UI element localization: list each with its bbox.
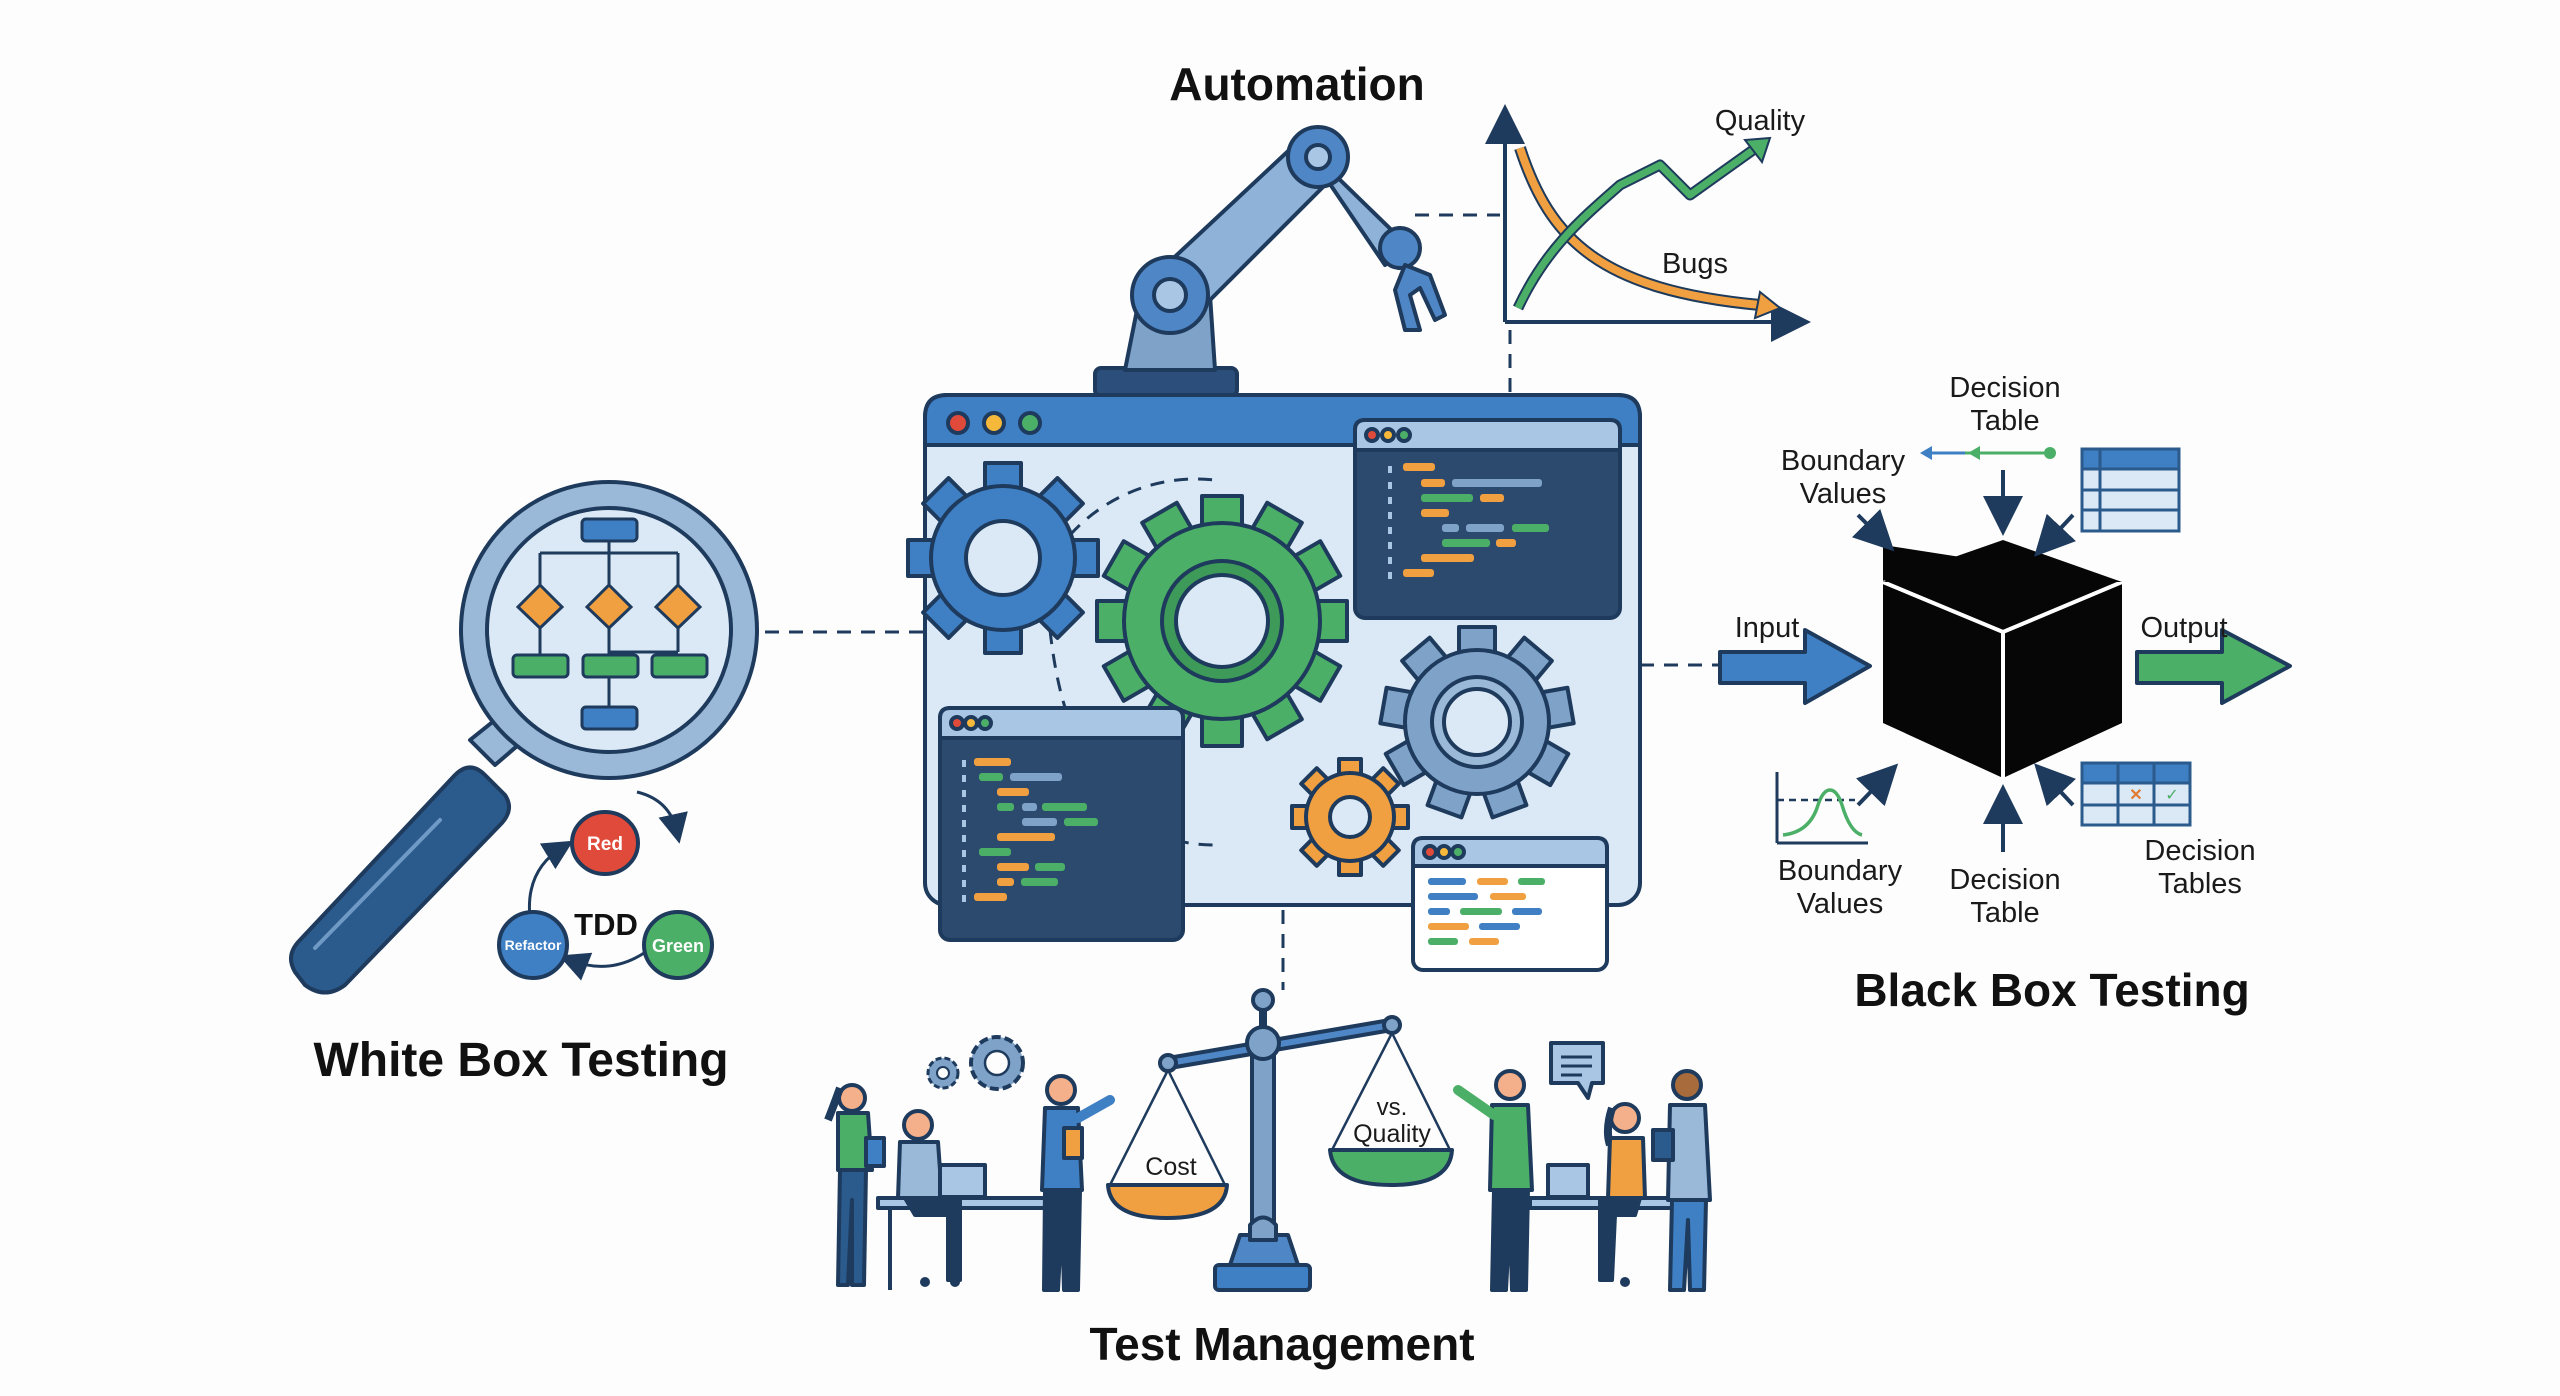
report-window xyxy=(1411,836,1609,972)
robot-arm-icon xyxy=(1093,125,1447,398)
window-minimize-dot xyxy=(982,411,1006,435)
quality-line xyxy=(1514,142,1763,310)
arrow-top-left xyxy=(1851,508,1895,552)
right-team-illustration xyxy=(1453,1041,1712,1292)
top-decision-table-label-line1: Decision xyxy=(1949,372,2060,404)
code-window-bottom xyxy=(938,706,1185,942)
tdd-cycle: Red Green Refactor TDD xyxy=(497,790,714,981)
tdd-refactor-label: Refactor xyxy=(505,937,562,953)
check-mark-icon: ✓ xyxy=(2165,785,2178,804)
left-team-illustration xyxy=(824,1035,1115,1292)
tdd-label: TDD xyxy=(574,907,638,942)
main-app-window xyxy=(906,393,1642,972)
quality-bugs-chart: Quality Bugs xyxy=(1485,104,1811,342)
code-lines xyxy=(1388,463,1549,579)
arrow-bottom-left xyxy=(1855,763,1899,807)
bottom-boundary-values-label-line1: Boundary xyxy=(1778,855,1903,887)
decision-table-icon: ✕ ✓ xyxy=(2080,761,2192,827)
top-boundary-values-label-line2: Values xyxy=(1800,478,1887,510)
tdd-red-node xyxy=(570,810,640,876)
slider-icon xyxy=(1920,446,2056,460)
input-label: Input xyxy=(1735,612,1800,644)
tdd-green-label: Green xyxy=(652,936,704,956)
speech-bubble-icon xyxy=(1549,1041,1605,1100)
scale-cost-label: Cost xyxy=(1145,1153,1196,1181)
magnifier-icon xyxy=(289,480,759,995)
steel-gear-icon xyxy=(1378,625,1576,820)
orange-gear-icon xyxy=(1290,757,1410,877)
scale-vs-label: vs. xyxy=(1377,1094,1408,1121)
bugs-line xyxy=(1516,146,1761,309)
white-box-title: White Box Testing xyxy=(313,1034,728,1087)
arrow-bottom-right xyxy=(2034,763,2076,807)
quality-arrowhead xyxy=(1743,136,1772,165)
window-close-dot xyxy=(946,411,970,435)
black-box-cube-icon xyxy=(1882,540,2123,778)
arrow-top-right xyxy=(2034,513,2076,557)
quality-label: Quality xyxy=(1715,105,1806,137)
bottom-boundary-values-label-line2: Values xyxy=(1797,888,1884,920)
black-box-title: Black Box Testing xyxy=(1854,964,2249,1016)
tdd-red-label: Red xyxy=(587,834,623,855)
x-mark-icon: ✕ xyxy=(2129,787,2142,804)
bottom-decision-tables-label-line1: Decision xyxy=(2144,835,2255,867)
bottom-decision-tables-label-line2: Tables xyxy=(2158,868,2242,900)
bugs-label: Bugs xyxy=(1662,248,1728,280)
connectors xyxy=(765,213,1720,990)
cost-pan xyxy=(1106,1183,1229,1220)
tdd-green-node xyxy=(642,910,714,980)
output-label: Output xyxy=(2140,612,2227,644)
flowchart-icon xyxy=(511,517,709,731)
gears-small-icon xyxy=(926,1035,1025,1091)
output-arrow-icon xyxy=(2135,628,2292,705)
window-maximize-dot xyxy=(1018,411,1042,435)
bugs-arrowhead xyxy=(1753,290,1782,320)
test-management-title: Test Management xyxy=(1089,1318,1474,1370)
code-window-top xyxy=(1353,418,1622,620)
code-lines xyxy=(962,758,1098,902)
table-icon xyxy=(2080,447,2181,533)
tdd-refactor-node xyxy=(497,910,569,980)
balance-scale-icon xyxy=(1106,988,1454,1292)
bottom-decision-table-label-line1: Decision xyxy=(1949,864,2060,896)
scale-quality-label: Quality xyxy=(1353,1120,1431,1148)
top-boundary-values-label-line1: Boundary xyxy=(1781,445,1906,477)
blue-gear-icon xyxy=(906,461,1100,655)
top-decision-table-label-line2: Table xyxy=(1970,405,2039,437)
quality-pan xyxy=(1328,1148,1454,1187)
automation-title: Automation xyxy=(1169,58,1425,110)
bell-curve-icon xyxy=(1775,772,1868,845)
bottom-decision-table-label-line2: Table xyxy=(1970,897,2039,929)
input-arrow-icon xyxy=(1718,628,1872,705)
